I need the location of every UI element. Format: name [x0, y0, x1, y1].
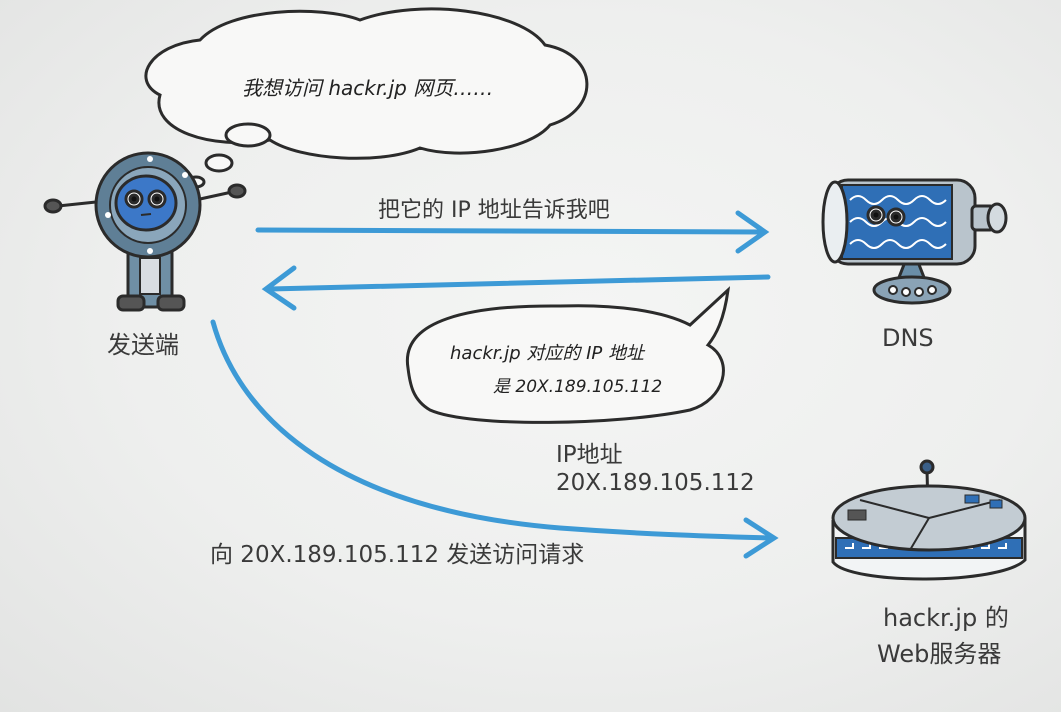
- sender-robot-icon: [43, 151, 247, 312]
- web-server-icon: [831, 459, 1027, 581]
- dns-robot-icon: [821, 178, 1008, 305]
- arrow-to-server-head: [743, 517, 779, 559]
- speech-bubble: [405, 286, 731, 424]
- arrow-from-dns: [267, 274, 771, 292]
- ip-label: IP地址: [556, 442, 623, 468]
- arrows: [210, 210, 779, 559]
- speech-bubble-line1: hackr.jp 对应的 IP 地址: [450, 343, 644, 364]
- dns-label: DNS: [882, 324, 934, 352]
- request-arrow-label: 把它的 IP 地址告诉我吧: [378, 198, 610, 223]
- thought-bubble-text: 我想访问 hackr.jp 网页……: [242, 76, 494, 100]
- arrow-to-server: [210, 319, 773, 541]
- speech-bubble-line2: 是 20X.189.105.112: [493, 377, 663, 397]
- access-arrow-label: 向 20X.189.105.112 发送访问请求: [210, 542, 585, 568]
- sender-label: 发送端: [107, 331, 179, 359]
- server-label-line1: hackr.jp 的: [883, 604, 1009, 632]
- arrow-to-dns-head: [735, 210, 770, 254]
- ip-address: 20X.189.105.112: [556, 470, 755, 496]
- arrow-to-dns: [255, 227, 765, 235]
- arrow-from-dns-head: [261, 265, 297, 311]
- server-label-line2: Web服务器: [877, 640, 1002, 668]
- thought-bubble: [144, 7, 589, 189]
